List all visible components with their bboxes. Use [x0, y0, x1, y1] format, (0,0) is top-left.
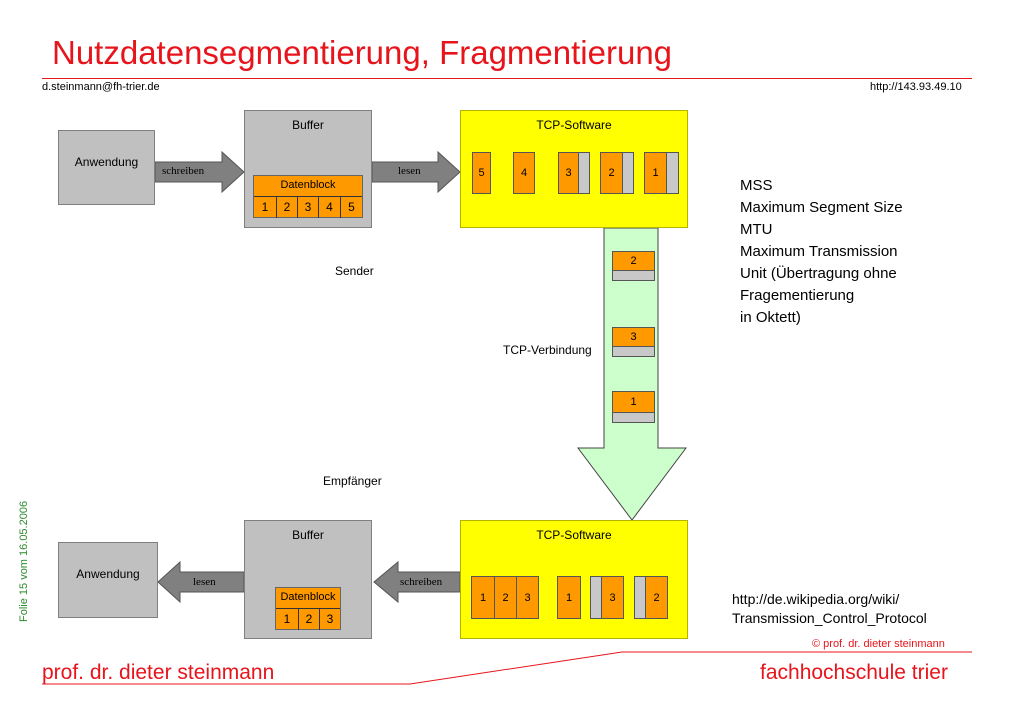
reference-link[interactable]: http://de.wikipedia.org/wiki/ Transmissi…: [732, 590, 927, 628]
receiver-segment: 2: [494, 576, 517, 619]
footer-author: prof. dr. dieter steinmann: [42, 661, 275, 684]
sender-cell: 5: [340, 197, 362, 218]
receiver-segment: 1: [471, 576, 495, 619]
sender-segment-header: [578, 152, 590, 194]
receiver-tcp-box: TCP-Software 1 2 3 1 3 2: [460, 520, 688, 639]
receiver-label: Empfänger: [323, 474, 382, 488]
receiver-datablock-label: Datenblock: [280, 591, 336, 603]
transit-segment: 3: [612, 327, 655, 347]
sender-cell: 1: [261, 200, 269, 214]
sender-segment: 4: [513, 152, 535, 194]
sender-read-arrow: [371, 150, 461, 194]
header-url: http://143.93.49.10: [870, 81, 962, 93]
sender-tcp-box: TCP-Software 5 4 3 2 1: [460, 110, 688, 228]
slide-number: Folie 15 vom 16.05.2006: [18, 500, 30, 622]
receiver-segment: 3: [516, 576, 539, 619]
footer-line: [42, 651, 972, 685]
connection-label: TCP-Verbindung: [503, 343, 592, 357]
reference-link-line: Transmission_Control_Protocol: [732, 610, 927, 626]
receiver-read-arrow: [157, 560, 245, 604]
info-line: MSS: [740, 177, 773, 194]
sender-segment: 3: [558, 152, 579, 194]
receiver-cell: 3: [319, 609, 340, 630]
info-line: Unit (Übertragung ohne: [740, 265, 897, 282]
info-line: MTU: [740, 221, 773, 238]
info-line: Fragementierung: [740, 287, 855, 304]
receiver-segment: 1: [557, 576, 581, 619]
sender-segment: 2: [600, 152, 623, 194]
receiver-buffer-label: Buffer: [292, 528, 324, 542]
page-title: Nutzdatensegmentierung, Fragmentierung: [52, 34, 673, 71]
sender-cell: 4: [318, 197, 340, 218]
sender-segment: 5: [472, 152, 491, 194]
receiver-tcp-label: TCP-Software: [536, 528, 612, 542]
sender-segment-header: [666, 152, 679, 194]
transit-segment: 1: [612, 391, 655, 413]
info-line: Maximum Segment Size: [740, 199, 903, 216]
sender-write-arrow: [154, 150, 245, 194]
receiver-cell: 1: [283, 612, 291, 626]
info-line: in Oktett): [740, 309, 801, 326]
receiver-buffer-box: Buffer Datenblock 1 2 3: [244, 520, 372, 639]
receiver-datablock: Datenblock 1 2 3: [275, 587, 341, 630]
sender-label: Sender: [335, 264, 374, 278]
receiver-cell: 2: [298, 609, 319, 630]
receiver-write-arrow: [373, 560, 461, 604]
receiver-write-label: schreiben: [400, 576, 443, 588]
sender-buffer-box: Buffer Datenblock 1 2 3 4 5: [244, 110, 372, 228]
sender-cell: 3: [297, 197, 318, 218]
info-text: MSS Maximum Segment Size MTU Maximum Tra…: [740, 175, 903, 329]
sender-datablock-cells: 1 2 3 4 5: [254, 196, 362, 218]
header-divider: [42, 78, 972, 79]
sender-cell: 2: [276, 197, 297, 218]
receiver-application-label: Anwendung: [76, 567, 140, 581]
receiver-segment: 2: [645, 576, 668, 619]
receiver-datablock-cells: 1 2 3: [276, 608, 340, 630]
sender-buffer-label: Buffer: [292, 118, 324, 132]
tcp-connection-arrow: [577, 227, 687, 521]
sender-datablock-label: Datenblock: [280, 179, 336, 191]
transit-segment-header: [612, 346, 655, 357]
reference-link-line: http://de.wikipedia.org/wiki/: [732, 591, 900, 607]
header-email: d.steinmann@fh-trier.de: [42, 81, 160, 93]
sender-tcp-label: TCP-Software: [536, 118, 612, 132]
sender-segment: 1: [644, 152, 667, 194]
receiver-segment: 3: [601, 576, 624, 619]
sender-read-label: lesen: [398, 165, 421, 177]
transit-segment-header: [612, 412, 655, 423]
sender-application-box: Anwendung: [58, 130, 155, 205]
info-line: Maximum Transmission: [740, 243, 898, 260]
sender-write-label: schreiben: [162, 165, 205, 177]
transit-segment-header: [612, 270, 655, 281]
sender-segment-header: [622, 152, 634, 194]
receiver-application-box: Anwendung: [58, 542, 158, 618]
sender-datablock: Datenblock 1 2 3 4 5: [253, 175, 363, 218]
receiver-read-label: lesen: [193, 576, 216, 588]
transit-segment: 2: [612, 251, 655, 271]
copyright: © prof. dr. dieter steinmann: [812, 638, 945, 650]
sender-application-label: Anwendung: [74, 155, 139, 169]
footer-institution: fachhochschule trier: [760, 661, 948, 684]
